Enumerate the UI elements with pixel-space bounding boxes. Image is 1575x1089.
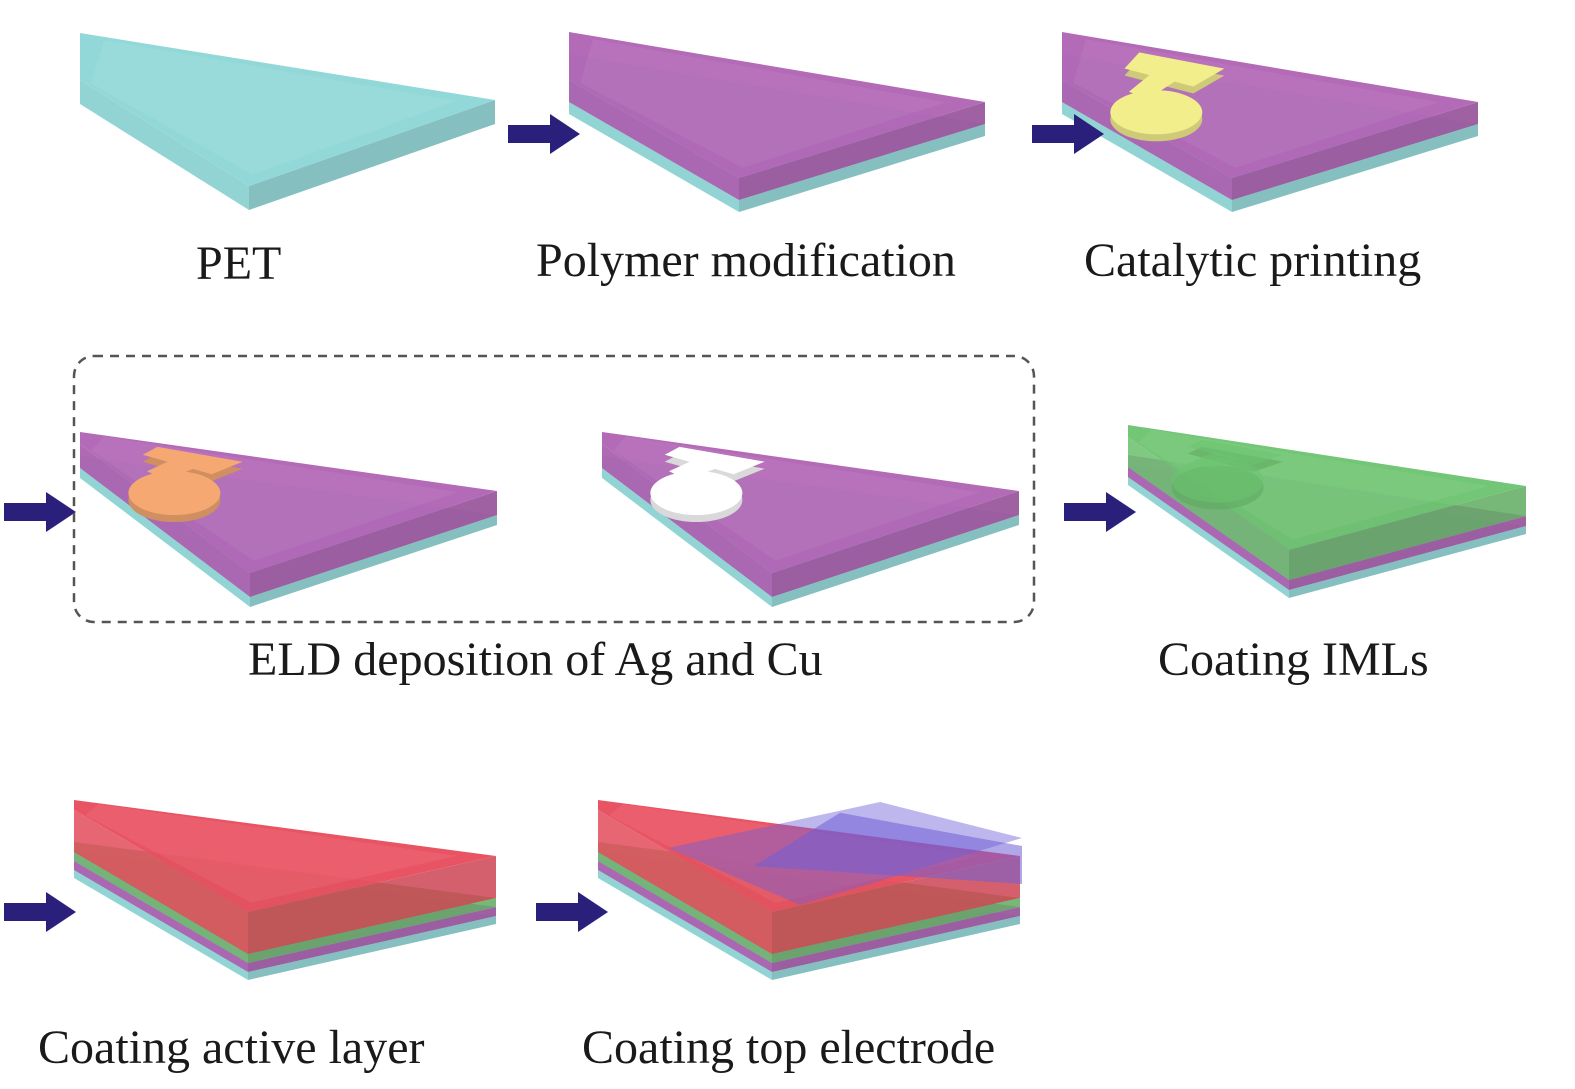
imls-pet-side-front [1128, 477, 1289, 598]
active-active-top [74, 800, 496, 912]
top-electrode-band [753, 812, 1022, 884]
eld-cu-pattern-disc [650, 471, 743, 516]
active-polymer-side-right [248, 907, 496, 972]
eld-cu-pattern [650, 446, 765, 523]
arrow-4 [1064, 492, 1136, 532]
pet-top-highlight [91, 40, 457, 175]
slab-active [74, 800, 496, 980]
top-electrode-polymer-side-front [598, 861, 772, 972]
slab-eld-ag [80, 432, 497, 607]
eld-dashed-box [72, 354, 1036, 624]
polymer-pet-side-right [739, 124, 985, 212]
slabs-layer [74, 32, 1526, 980]
slab-pet [80, 33, 495, 210]
catalytic-pet-side-front [1062, 102, 1232, 212]
active-pet-side-right [248, 916, 496, 980]
eld-cu-pattern-pad [664, 446, 765, 475]
active-top-highlight [85, 804, 457, 903]
imls-pet-side-right [1289, 526, 1526, 598]
pet-pet-top [80, 33, 495, 186]
slab-imls [1128, 425, 1526, 598]
imls-polymer-side-right [1289, 516, 1526, 590]
label-coating-active-layer: Coating active layer [38, 1021, 425, 1074]
label-catalytic-printing: Catalytic printing [1084, 234, 1422, 287]
top-electrode-pet-side-right [772, 916, 1020, 980]
imls-iml-side-right [1289, 486, 1526, 580]
active-iml-side-right [248, 898, 496, 963]
polymer-polymer-top [569, 32, 985, 178]
top-electrode-active-side-right [772, 856, 1020, 954]
pet-pet-side-right [249, 100, 495, 210]
top-electrode-pattern [668, 802, 1022, 905]
slab-polymer [569, 32, 985, 212]
polymer-polymer-side-right [739, 102, 985, 200]
top-electrode-polymer-side-right [772, 907, 1020, 972]
polymer-polymer-side-front [569, 80, 739, 200]
slab-eld-cu [602, 432, 1019, 607]
active-active-side-front [74, 810, 248, 954]
label-coating-imls: Coating IMLs [1158, 633, 1429, 686]
arrow-6 [536, 892, 608, 932]
imls-pattern-disc [1171, 458, 1264, 503]
active-iml-side-front [74, 852, 248, 963]
eld-cu-pet-side-right [772, 515, 1019, 607]
eld-ag-pattern-pad [142, 446, 243, 475]
slab-catalytic [1062, 32, 1478, 212]
eld-cu-pet-side-front [602, 468, 772, 607]
label-eld-deposition: ELD deposition of Ag and Cu [248, 633, 823, 686]
catalytic-pattern-disc [1110, 90, 1203, 135]
arrow-2 [1032, 114, 1104, 154]
polymer-pet-side-front [569, 102, 739, 212]
polymer-top-highlight [580, 39, 947, 168]
arrow-5 [4, 892, 76, 932]
eld-ag-pattern-disc [128, 471, 221, 516]
active-polymer-side-front [74, 861, 248, 972]
active-active-side-right [248, 856, 496, 954]
imls-polymer-side-front [1128, 467, 1289, 590]
imls-pattern-pad [1187, 439, 1284, 465]
eld-ag-pet-side-front [80, 468, 250, 607]
top-electrode-pet-side-front [598, 870, 772, 980]
label-polymer-modification: Polymer modification [536, 234, 956, 287]
arrow-3 [4, 492, 76, 532]
imls-pattern [1171, 439, 1284, 510]
catalytic-pattern-pad [1124, 52, 1225, 87]
catalytic-polymer-side-right [1232, 102, 1478, 200]
label-pet: PET [196, 237, 282, 290]
slab-top-electrode [598, 800, 1022, 980]
catalytic-pet-side-right [1232, 124, 1478, 212]
top-electrode-iml-side-right [772, 898, 1020, 963]
eld-ag-polymer-side-right [250, 491, 497, 597]
eld-ag-pet-side-right [250, 515, 497, 607]
active-pet-side-front [74, 870, 248, 980]
eld-cu-polymer-side-right [772, 491, 1019, 597]
arrow-1 [508, 114, 580, 154]
catalytic-pattern [1110, 52, 1225, 142]
pet-pet-side-front [80, 80, 249, 210]
label-coating-top-electrode: Coating top electrode [582, 1021, 996, 1074]
top-electrode-iml-side-front [598, 852, 772, 963]
top-electrode-active-side-front [598, 810, 772, 954]
eld-ag-pattern [128, 446, 243, 523]
arrows-layer [4, 114, 1136, 932]
